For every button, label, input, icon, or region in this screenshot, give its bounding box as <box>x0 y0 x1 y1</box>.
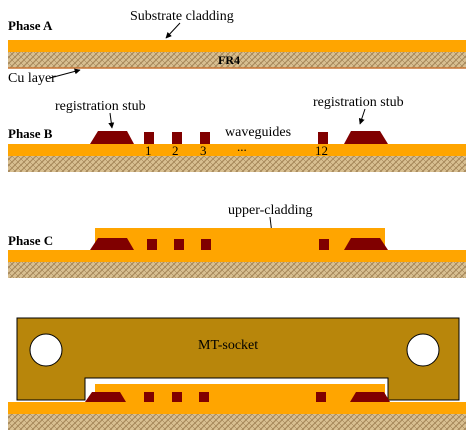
cu-layer-arrow <box>49 68 81 79</box>
phase-d-waveguide-2 <box>172 392 182 402</box>
phase-b-panel: registration stub registration stub Phas… <box>8 95 466 172</box>
waveguides-label: waveguides <box>225 125 291 140</box>
phase-c-stub-left <box>90 238 134 250</box>
cu-layer-label: Cu layer <box>8 71 56 86</box>
phase-d-waveguide-12 <box>316 392 326 402</box>
mt-socket-label: MT-socket <box>198 338 258 353</box>
phase-c-stub-right <box>344 238 388 250</box>
mt-socket-right-pin-hole <box>406 333 440 367</box>
phase-c-waveguide-2 <box>174 239 184 250</box>
waveguide-3-number: 3 <box>200 143 207 158</box>
registration-stub-right <box>344 131 388 144</box>
phase-c-panel: upper-cladding Phase C <box>8 203 466 278</box>
phase-d-stub-right <box>350 392 390 402</box>
phase-c-cladding-layer <box>8 250 466 262</box>
registration-stub-left <box>90 131 134 144</box>
substrate-cladding-layer <box>8 40 466 52</box>
phase-d-waveguide-1 <box>144 392 154 402</box>
phase-c-waveguide-12 <box>319 239 329 250</box>
substrate-cladding-label: Substrate cladding <box>130 9 234 24</box>
waveguide-12 <box>318 132 328 144</box>
phase-d-cladding-layer <box>8 402 466 414</box>
phase-c-waveguide-1 <box>147 239 157 250</box>
phase-c-label: Phase C <box>8 233 53 248</box>
phase-c-waveguide-3 <box>201 239 211 250</box>
waveguide-1 <box>144 132 154 144</box>
phase-d-upper-cladding <box>95 384 385 402</box>
waveguide-1-number: 1 <box>145 143 152 158</box>
waveguide-2 <box>172 132 182 144</box>
mt-socket-panel: MT-socket <box>8 317 466 430</box>
phase-d-fr4 <box>8 414 466 430</box>
mt-socket-left-pin-hole <box>29 333 63 367</box>
upper-cladding-label: upper-cladding <box>228 203 312 218</box>
waveguide-ellipsis: ... <box>237 139 247 154</box>
phase-d-waveguide-3 <box>199 392 209 402</box>
fr4-substrate <box>8 52 466 68</box>
waveguide-3 <box>200 132 210 144</box>
waveguide-12-number: 12 <box>315 143 328 158</box>
registration-stub-right-arrow <box>358 108 366 125</box>
phase-a-label: Phase A <box>8 18 53 33</box>
registration-stub-left-arrow <box>108 112 115 129</box>
substrate-cladding-arrow <box>165 22 181 39</box>
upper-cladding-layer <box>95 228 385 250</box>
waveguide-2-number: 2 <box>172 143 179 158</box>
mt-socket-body <box>16 317 460 401</box>
phase-b-cladding-layer <box>8 144 466 156</box>
registration-stub-left-label: registration stub <box>55 99 146 114</box>
registration-stub-right-label: registration stub <box>313 95 404 110</box>
fr4-label: FR4 <box>218 53 240 67</box>
phase-b-fr4 <box>8 156 466 172</box>
phase-c-fr4 <box>8 262 466 278</box>
phase-a-panel: Phase A Substrate cladding FR4 Cu layer <box>8 9 466 86</box>
phase-d-stub-left <box>85 392 126 402</box>
phase-b-label: Phase B <box>8 126 53 141</box>
